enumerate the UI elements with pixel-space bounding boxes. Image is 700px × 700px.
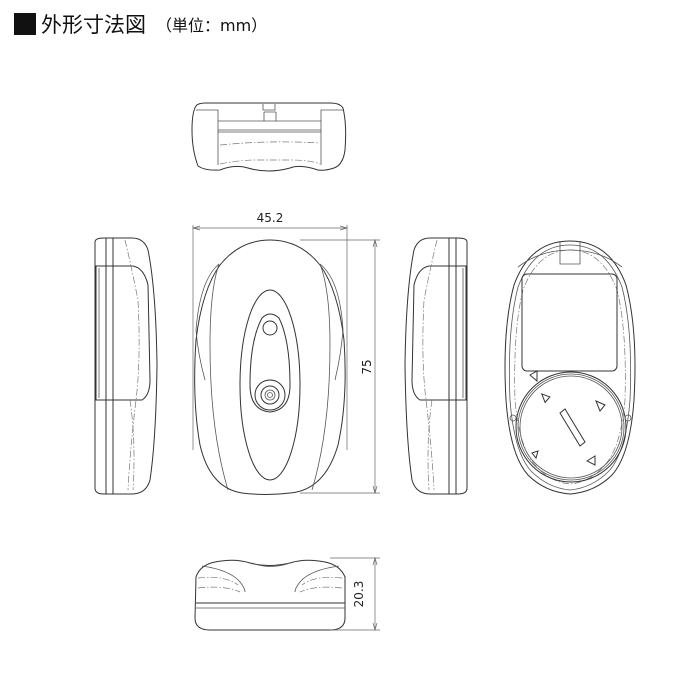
left-side-view [94,237,158,495]
title-square-marker [14,13,36,35]
depth-dimension-label: 20.3 [352,581,366,608]
title-text: 外形寸法図 [41,13,146,37]
right-side-view [404,237,468,495]
unit-label: （単位：mm） [156,16,268,35]
height-dimension: 75 [300,238,380,495]
width-dimension-label: 45.2 [257,211,284,225]
top-view [191,102,347,172]
page-title: 外形寸法図 （単位：mm） [14,8,267,40]
bottom-view [194,559,346,631]
back-view [504,240,636,495]
width-dimension: 45.2 [191,211,349,450]
depth-dimension: 20.3 [330,556,380,632]
height-dimension-label: 75 [360,359,374,374]
front-view [194,239,346,495]
